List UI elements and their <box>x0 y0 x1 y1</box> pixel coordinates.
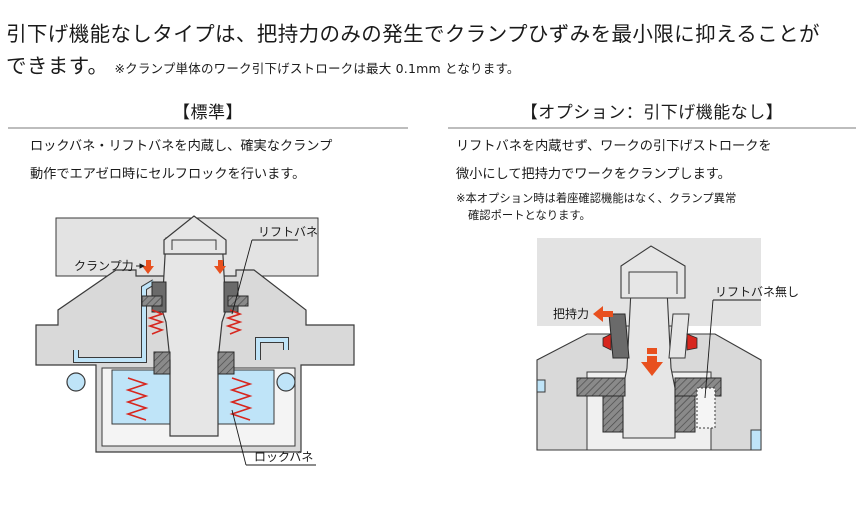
lock-spring-label: ロックバネ <box>254 450 313 464</box>
option-description: リフトバネを内蔵せず、ワークの引下げストロークを 微小にして把持力でワークをクラ… <box>456 133 772 189</box>
standard-divider <box>8 127 408 129</box>
no-lift-spring-area <box>696 387 716 429</box>
grip-force-label: 把持力 <box>553 306 589 321</box>
standard-title: 【標準】 <box>173 103 243 123</box>
air-port-right <box>276 372 296 392</box>
option-note-line2: 確認ポートとなります。 <box>468 209 591 222</box>
headline-line2-wrap: できます。 ※クランプ単体のワーク引下げストロークは最大 0.1mm となります。 <box>6 50 856 85</box>
option-note: ※本オプション時は着座確認機能はなく、クランプ異常 確認ポートとなります。 <box>456 190 736 224</box>
headline-line2: できます。 <box>6 54 109 78</box>
option-divider <box>448 127 856 129</box>
clamp-force-arrow-right <box>214 260 226 274</box>
headline-note: ※クランプ単体のワーク引下げストロークは最大 0.1mm となります。 <box>114 61 520 76</box>
lift-spring-left <box>147 309 165 335</box>
lock-spring-left <box>125 377 149 421</box>
no-lift-spring-label: リフトバネ無し <box>715 284 799 299</box>
standard-clamp-diagram: クランプ力 リフトバネ ロックバネ <box>35 215 355 466</box>
air-port-left <box>66 372 86 392</box>
pull-down-arrow <box>641 348 663 376</box>
standard-desc-line2: 動作でエアゼロ時にセルフロックを行います。 <box>30 167 306 182</box>
standard-description: ロックバネ・リフトバネを内蔵し、確実なクランプ 動作でエアゼロ時にセルフロックを… <box>30 133 332 189</box>
grip-force-arrow <box>593 306 613 322</box>
top-cap <box>163 215 227 255</box>
jaw-right <box>668 313 690 359</box>
option-desc-line2: 微小にして把持力でワークをクランプします。 <box>456 167 731 182</box>
clamp-force-arrow-left <box>142 260 154 274</box>
option-desc-line1: リフトバネを内蔵せず、ワークの引下げストロークを <box>456 139 772 154</box>
clamp-force-label: クランプ力 <box>74 259 134 273</box>
option-note-line1: ※本オプション時は着座確認機能はなく、クランプ異常 <box>456 192 737 205</box>
headline: 引下げ機能なしタイプは、把持力のみの発生でクランプひずみを最小限に抑えることが … <box>6 18 856 85</box>
jaw-left <box>608 313 630 359</box>
standard-desc-line1: ロックバネ・リフトバネを内蔵し、確実なクランプ <box>30 139 333 154</box>
headline-line1: 引下げ機能なしタイプは、把持力のみの発生でクランプひずみを最小限に抑えることが <box>6 22 820 46</box>
lift-spring-label: リフトバネ <box>258 225 318 239</box>
lock-spring-right <box>229 377 253 421</box>
option-clamp-diagram: 把持力 リフトバネ無し <box>536 238 799 451</box>
lift-spring-right <box>225 309 243 335</box>
option-title: 【オプション：引下げ機能なし】 <box>520 103 784 123</box>
